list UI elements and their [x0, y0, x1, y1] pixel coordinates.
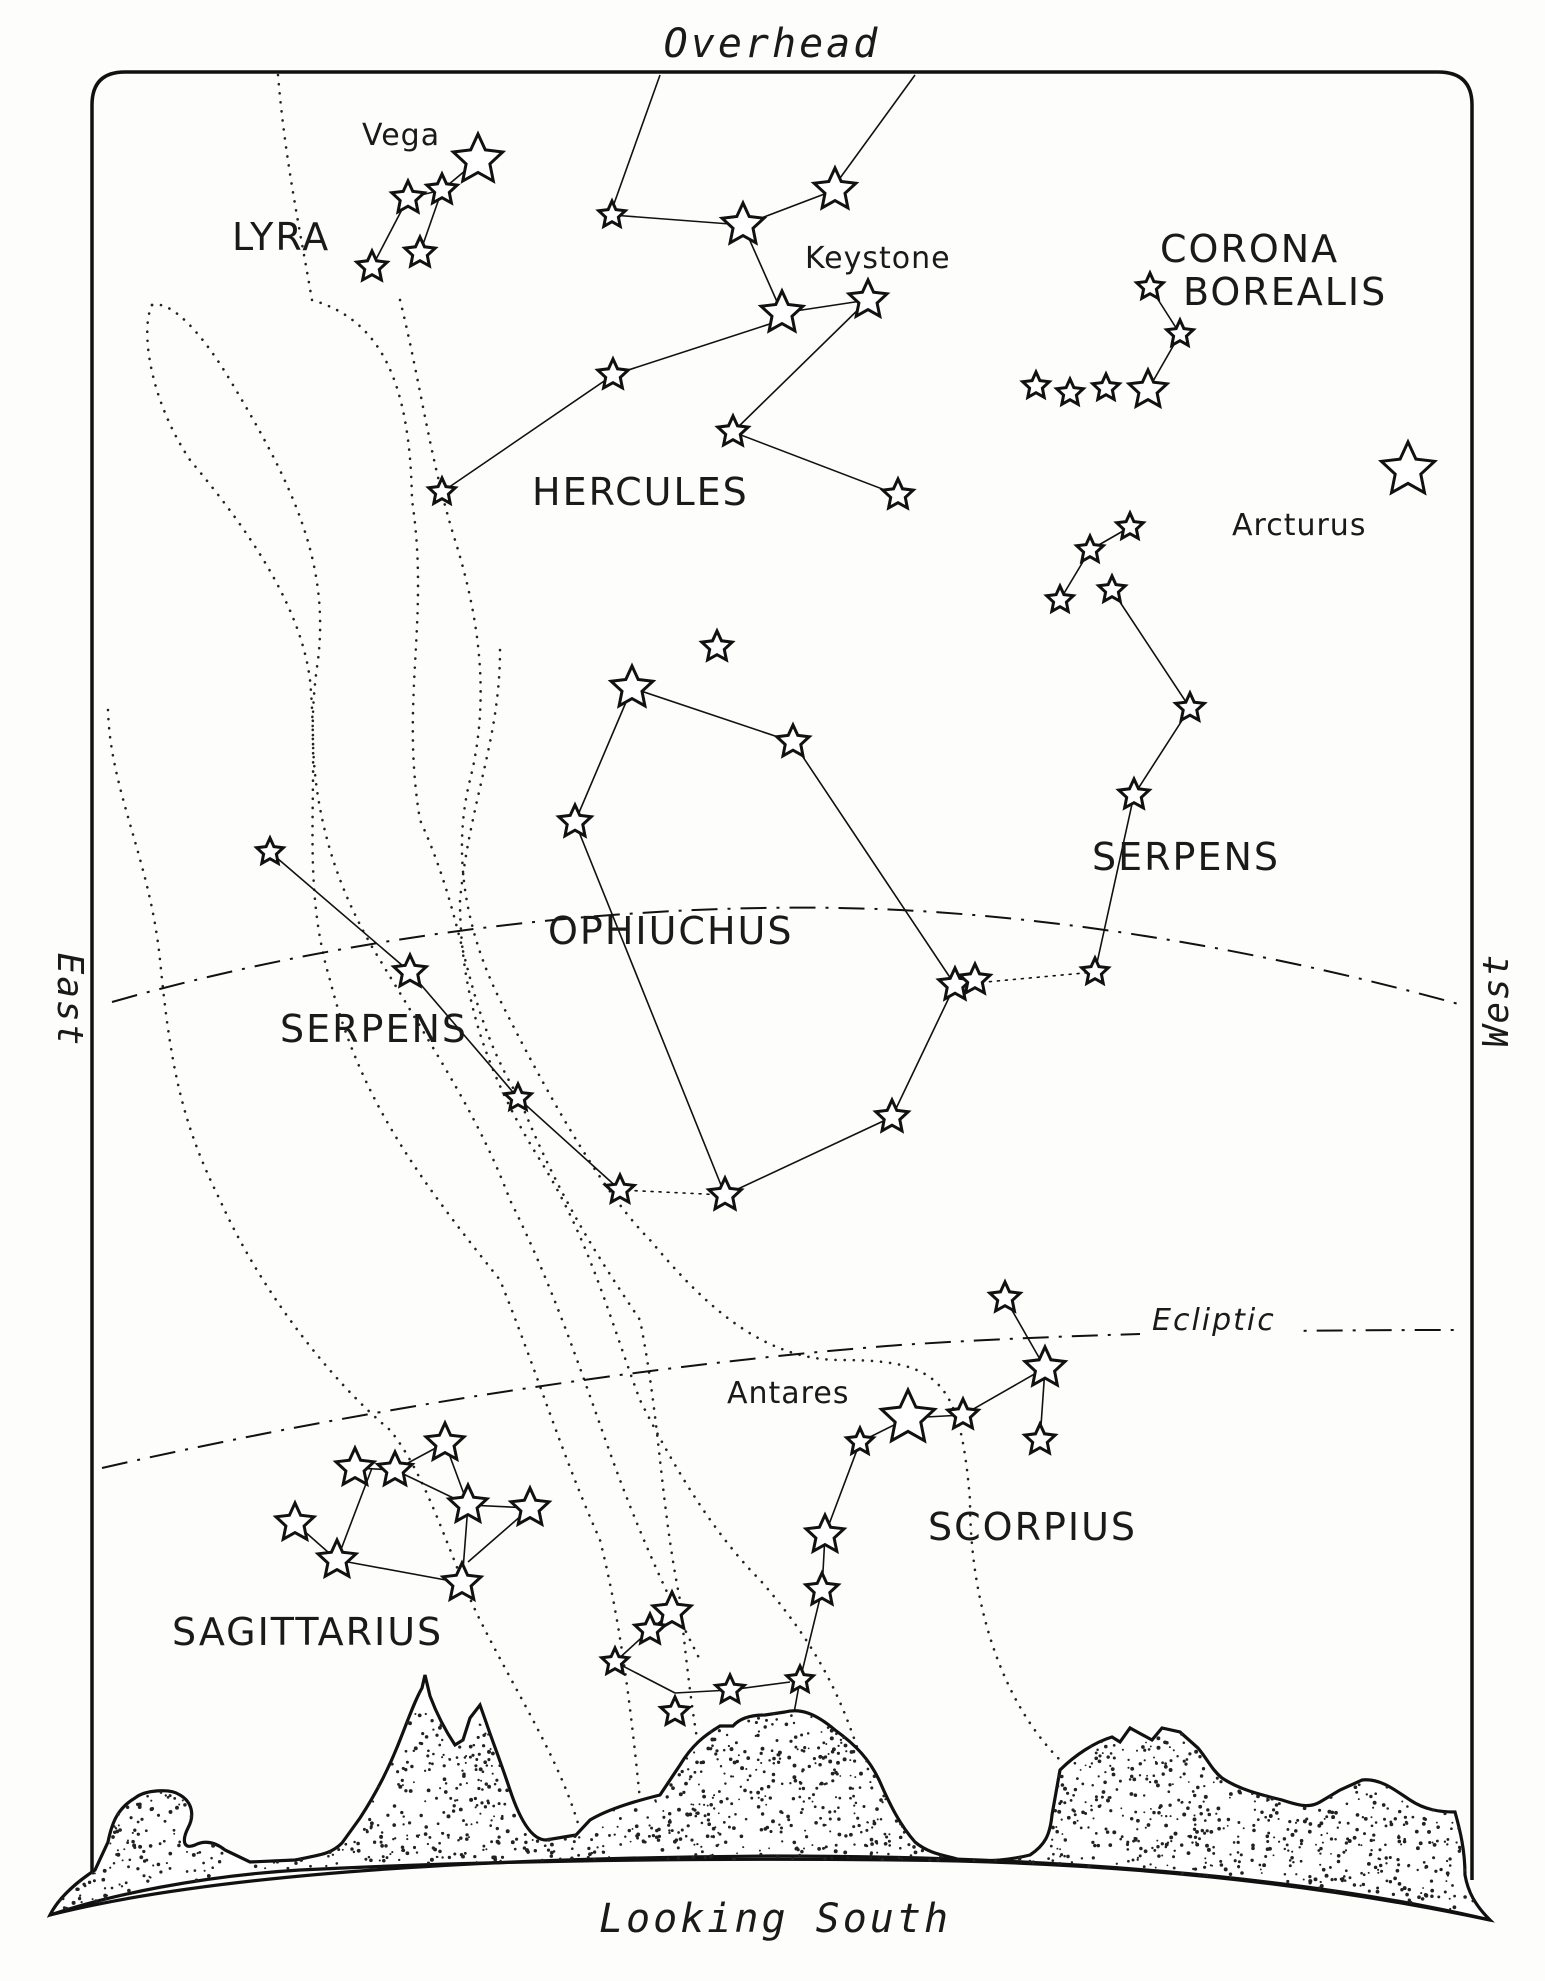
east-label: East — [49, 953, 90, 1048]
star — [698, 627, 736, 663]
horizon-landscape — [46, 1674, 1495, 1923]
ecliptic-label-gap — [1140, 1306, 1300, 1350]
milky-way-boundaries — [106, 73, 1062, 1832]
star — [272, 1499, 318, 1543]
star — [595, 197, 629, 230]
star — [1133, 269, 1167, 302]
looking-south-label: Looking South — [599, 1896, 951, 1942]
arcturus-label: Arcturus — [1232, 508, 1366, 543]
horizon-ground-curve — [49, 1854, 1491, 1922]
star — [1089, 370, 1123, 403]
stars — [253, 130, 1438, 1750]
star — [1172, 689, 1208, 723]
overhead-label: Overhead — [664, 21, 881, 67]
star — [425, 474, 459, 507]
keystone-label: Keystone — [805, 241, 951, 276]
star — [1019, 368, 1053, 401]
star — [1163, 316, 1197, 349]
star — [423, 170, 461, 206]
celestial-equator-line — [111, 906, 1463, 1006]
star — [783, 1662, 817, 1695]
star — [872, 1096, 912, 1134]
star — [555, 801, 595, 839]
star — [843, 1424, 877, 1457]
constellation-lines — [269, 74, 1191, 1736]
star — [1115, 775, 1153, 811]
star — [501, 1080, 535, 1113]
star — [598, 1644, 632, 1677]
star — [757, 287, 807, 334]
star — [314, 1536, 360, 1580]
hercules-label: HERCULES — [532, 470, 749, 514]
star — [1021, 1343, 1069, 1388]
west-label: West — [1476, 953, 1517, 1048]
star — [594, 355, 632, 391]
lyra-label: LYRA — [232, 215, 330, 259]
star — [374, 1448, 416, 1488]
star — [986, 1278, 1024, 1314]
star — [802, 1511, 848, 1555]
star — [802, 1569, 842, 1607]
star — [649, 1588, 695, 1632]
vega-star — [449, 130, 507, 184]
star — [1021, 1420, 1059, 1456]
star — [439, 1559, 485, 1603]
ophiuchus-label: OPHIUCHUS — [548, 909, 793, 953]
star — [631, 1610, 669, 1646]
corona-borealis-label-line2: BOREALIS — [1183, 270, 1387, 314]
star — [879, 475, 917, 511]
star — [714, 412, 752, 448]
star — [507, 1484, 553, 1528]
serpens-cauda-label: SERPENS — [280, 1007, 468, 1051]
star — [718, 199, 768, 246]
star — [1113, 509, 1147, 542]
star — [602, 1171, 638, 1205]
sagittarius-label: SAGITTARIUS — [172, 1610, 443, 1654]
antares-label: Antares — [727, 1376, 849, 1411]
vega-label: Vega — [362, 118, 440, 153]
star — [845, 276, 891, 320]
star — [422, 1419, 468, 1463]
star — [1073, 532, 1107, 565]
star — [607, 662, 657, 709]
chart-frame — [90, 70, 1474, 1880]
star — [1095, 572, 1129, 605]
scorpius-label: SCORPIUS — [928, 1505, 1137, 1549]
star — [1053, 375, 1087, 408]
antares-star — [878, 1386, 938, 1444]
star — [773, 721, 813, 759]
serpens-caput-label: SERPENS — [1092, 835, 1280, 879]
star — [390, 951, 430, 989]
star — [657, 1693, 693, 1727]
star — [705, 1174, 745, 1212]
star — [810, 164, 860, 211]
star — [1125, 366, 1171, 410]
star — [1043, 582, 1077, 615]
ecliptic-label: Ecliptic — [1152, 1303, 1276, 1338]
star — [1078, 954, 1112, 987]
star — [353, 247, 391, 283]
star — [388, 177, 428, 215]
star — [401, 233, 439, 269]
star — [445, 1481, 491, 1525]
star — [712, 1671, 748, 1705]
star — [253, 834, 287, 867]
corona-borealis-label-line1: CORONA — [1160, 227, 1339, 271]
star — [944, 1395, 982, 1431]
arcturus-star — [1378, 438, 1438, 496]
star — [956, 960, 994, 996]
star — [332, 1444, 378, 1488]
